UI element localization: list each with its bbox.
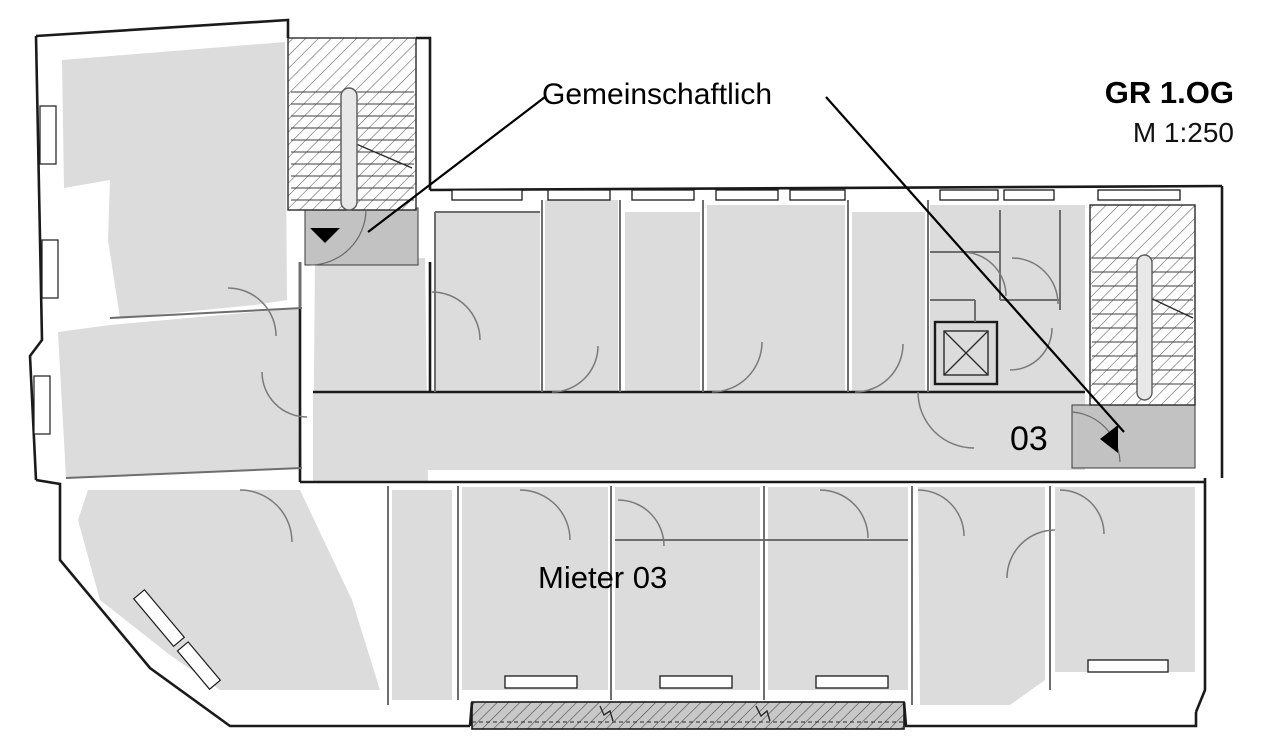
room-fill-lower-4: [615, 487, 760, 690]
door-swing-core-1: [961, 251, 1007, 297]
window-north-2: [547, 189, 611, 201]
common-area-landing-east: [1071, 404, 1196, 469]
plan-scale-label: M 1:250: [1133, 117, 1234, 148]
unit-number-label: 03: [1010, 420, 1048, 458]
stair-east-door-swing: [1071, 411, 1121, 463]
room-fill-upper-4: [707, 205, 845, 392]
door-swing-up-3: [711, 341, 763, 393]
stair-east-direction-arrow: [1100, 425, 1118, 453]
room-fill-upper-1: [435, 212, 540, 392]
balcony-joint-b: [755, 705, 771, 722]
exterior-walls: [28, 18, 1224, 728]
windows: [33, 105, 1181, 691]
leader-lines: [367, 96, 1125, 433]
door-swing-nw-1: [227, 287, 277, 337]
room-fill-corridor: [313, 392, 1085, 470]
window-south-4: [1087, 659, 1169, 673]
staircase-east: [1071, 204, 1196, 463]
balcony-joint-a: [599, 705, 614, 722]
room-fill-lower-3: [462, 487, 608, 690]
room-fill-northwest: [62, 42, 287, 318]
elevator-cross-b: [943, 330, 989, 376]
window-north-7: [1003, 189, 1055, 201]
door-swing-low-2: [519, 489, 571, 541]
window-southwest-1: [132, 588, 186, 648]
balcony-slab: [471, 701, 905, 730]
window-north-1: [451, 189, 523, 201]
room-fill-lower-6: [918, 487, 1045, 705]
window-west-2: [41, 239, 59, 299]
window-south-3: [815, 675, 889, 689]
room-fill-upper-3: [625, 212, 700, 392]
common-areas: [304, 207, 1196, 469]
interior-walls: [65, 200, 1061, 705]
window-north-6: [939, 189, 999, 201]
door-swing-nw-2: [261, 371, 308, 418]
door-swing-low-5: [917, 489, 965, 537]
door-swing-low-6: [1006, 529, 1056, 579]
room-fill-west: [58, 308, 302, 478]
door-swing-low-1: [239, 489, 293, 543]
door-swing-core-4: [917, 391, 975, 449]
window-north-8: [1097, 189, 1181, 201]
door-swing-low-4: [819, 489, 869, 539]
leader-line-left: [367, 96, 546, 233]
window-south-2: [659, 675, 733, 689]
window-southwest-2: [176, 641, 222, 691]
window-west-1: [39, 105, 57, 165]
elevator-shaft: [933, 320, 999, 386]
plan-title: GR 1.OG: [1105, 75, 1234, 110]
room-fill-lower-7: [1055, 487, 1195, 672]
stair-east-handrail: [1136, 254, 1153, 401]
room-fill-lower-5: [768, 487, 908, 690]
room-fill-lower-2: [392, 490, 452, 700]
room-fill-upper-5: [852, 212, 925, 392]
window-north-5: [789, 189, 846, 201]
stair-west-handrail: [340, 87, 358, 211]
window-north-4: [715, 189, 779, 201]
staircase-west: [287, 37, 417, 266]
room-fill-upper-2: [545, 200, 618, 392]
room-fill-lower-1: [78, 490, 380, 690]
door-swings: [227, 251, 1105, 579]
leader-line-right: [825, 96, 1125, 433]
door-swing-up-4: [854, 343, 904, 393]
window-west-3: [33, 375, 51, 435]
stair-west-break-line: [346, 139, 413, 169]
stair-west-direction-arrow: [310, 228, 340, 243]
door-swing-up-1: [431, 291, 481, 341]
window-south-1: [504, 675, 578, 689]
door-swing-low-3: [617, 499, 665, 547]
door-swing-low-7: [1059, 489, 1105, 535]
tenant-label: Mieter 03: [538, 560, 667, 595]
stair-west-door-swing: [309, 209, 367, 266]
window-north-3: [631, 189, 695, 201]
door-swing-core-2: [1011, 257, 1059, 305]
door-swing-core-3: [1009, 327, 1053, 371]
door-swing-up-2: [551, 345, 599, 393]
common-area-label: Gemeinschaftlich: [542, 78, 772, 111]
balcony-strip: [471, 701, 905, 730]
